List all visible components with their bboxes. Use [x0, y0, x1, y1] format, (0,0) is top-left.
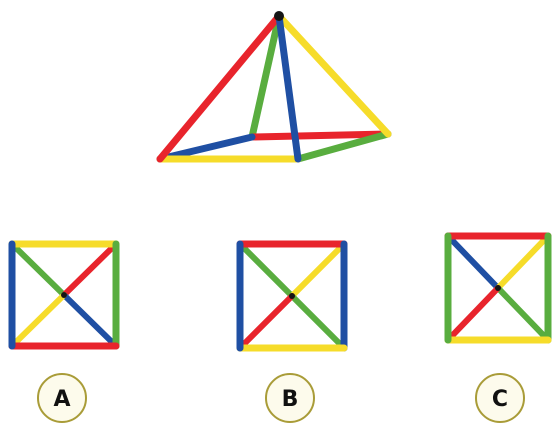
option-b-letter: B	[282, 387, 299, 412]
option-b-center	[289, 293, 295, 299]
option-c-diag-bl	[448, 288, 498, 340]
option-c[interactable]: C	[448, 236, 548, 422]
option-a-diag-bl	[12, 295, 64, 346]
option-a-diag-tl	[12, 244, 64, 295]
option-c-center	[495, 285, 501, 291]
option-c-diag-tl	[448, 236, 498, 288]
option-a-letter: A	[53, 387, 70, 412]
option-a-center	[61, 292, 67, 298]
option-c-diag-tr	[498, 236, 548, 288]
option-a-diag-br	[64, 295, 116, 346]
option-b-diag-bl	[240, 296, 292, 348]
pyramid-figure	[160, 11, 388, 159]
option-b[interactable]: B	[240, 244, 344, 422]
option-a-diag-tr	[64, 244, 116, 295]
option-c-letter: C	[492, 387, 508, 412]
option-c-diag-br	[498, 288, 548, 340]
pyramid-apex	[274, 11, 284, 21]
option-a[interactable]: A	[12, 244, 116, 422]
option-b-diag-tl	[240, 244, 292, 296]
option-b-diag-br	[292, 296, 344, 348]
option-b-diag-tr	[292, 244, 344, 296]
